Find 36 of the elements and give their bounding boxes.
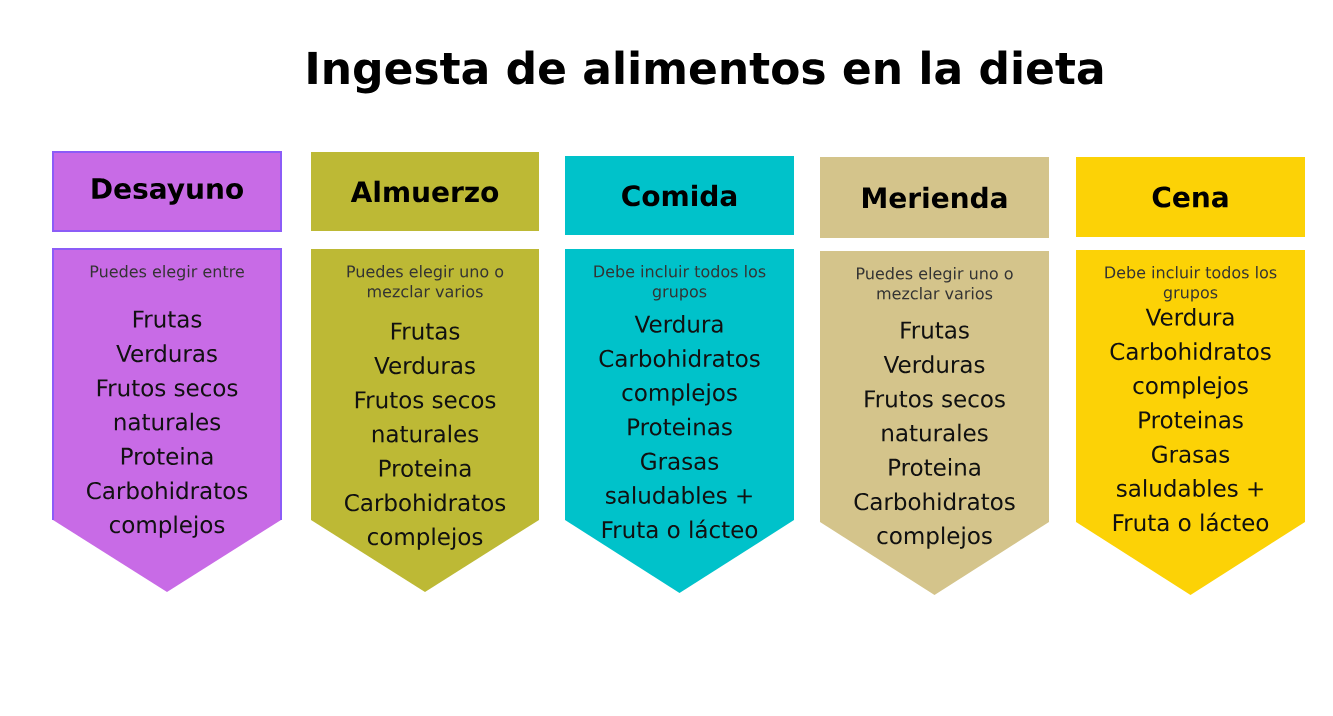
note-text: Debe incluir todos los grupos <box>594 265 766 301</box>
list-item: Frutos secos naturales <box>97 379 238 431</box>
list-item: Carbohidratos complejos <box>1110 342 1271 399</box>
list-item: Carbohidratos complejos <box>87 481 248 538</box>
list-item: Frutas <box>391 322 460 340</box>
list-item: Frutos secos naturales <box>865 390 1005 442</box>
list-item: Proteina <box>889 458 980 476</box>
header-box: Almuerzo <box>311 152 539 231</box>
list-item: Carbohidratos complejos <box>345 493 506 550</box>
header-box: Merienda <box>820 157 1049 238</box>
list-item: Grasas saludables + <box>1117 445 1263 497</box>
note-text: Puedes elegir entre <box>90 265 244 281</box>
list-item: Verduras <box>883 355 985 374</box>
list-item: Fruta o lácteo <box>602 519 758 539</box>
list-item: Proteina <box>379 459 471 477</box>
list-item: Verduras <box>374 356 475 375</box>
list-item: Fruta o lácteo <box>1113 512 1269 532</box>
note-text: Debe incluir todos los grupos <box>1105 266 1277 302</box>
list-item: Verdura <box>1145 307 1234 326</box>
note-text: Puedes elegir uno o mezclar varios <box>857 267 1013 300</box>
list-item: Carbohidratos complejos <box>599 349 760 406</box>
list-item: Proteinas <box>628 417 732 436</box>
list-item: Proteinas <box>1139 410 1243 429</box>
list-item: Proteina <box>121 447 213 465</box>
header-box: Comida <box>565 156 794 235</box>
title: Ingesta de alimentos en la dieta <box>308 50 1103 94</box>
note-text: Puedes elegir uno o mezclar varios <box>347 265 504 298</box>
header-box: Cena <box>1076 157 1305 237</box>
list-item: Carbohidratos complejos <box>854 492 1015 549</box>
list-item: Frutas <box>901 321 969 339</box>
list-item: Verduras <box>116 344 217 363</box>
list-item: Frutas <box>133 310 202 328</box>
list-item: Verdura <box>634 314 723 333</box>
list-item: Grasas saludables + <box>606 452 752 504</box>
list-item: Frutos secos naturales <box>355 391 496 443</box>
header-box: Desayuno <box>52 151 282 232</box>
